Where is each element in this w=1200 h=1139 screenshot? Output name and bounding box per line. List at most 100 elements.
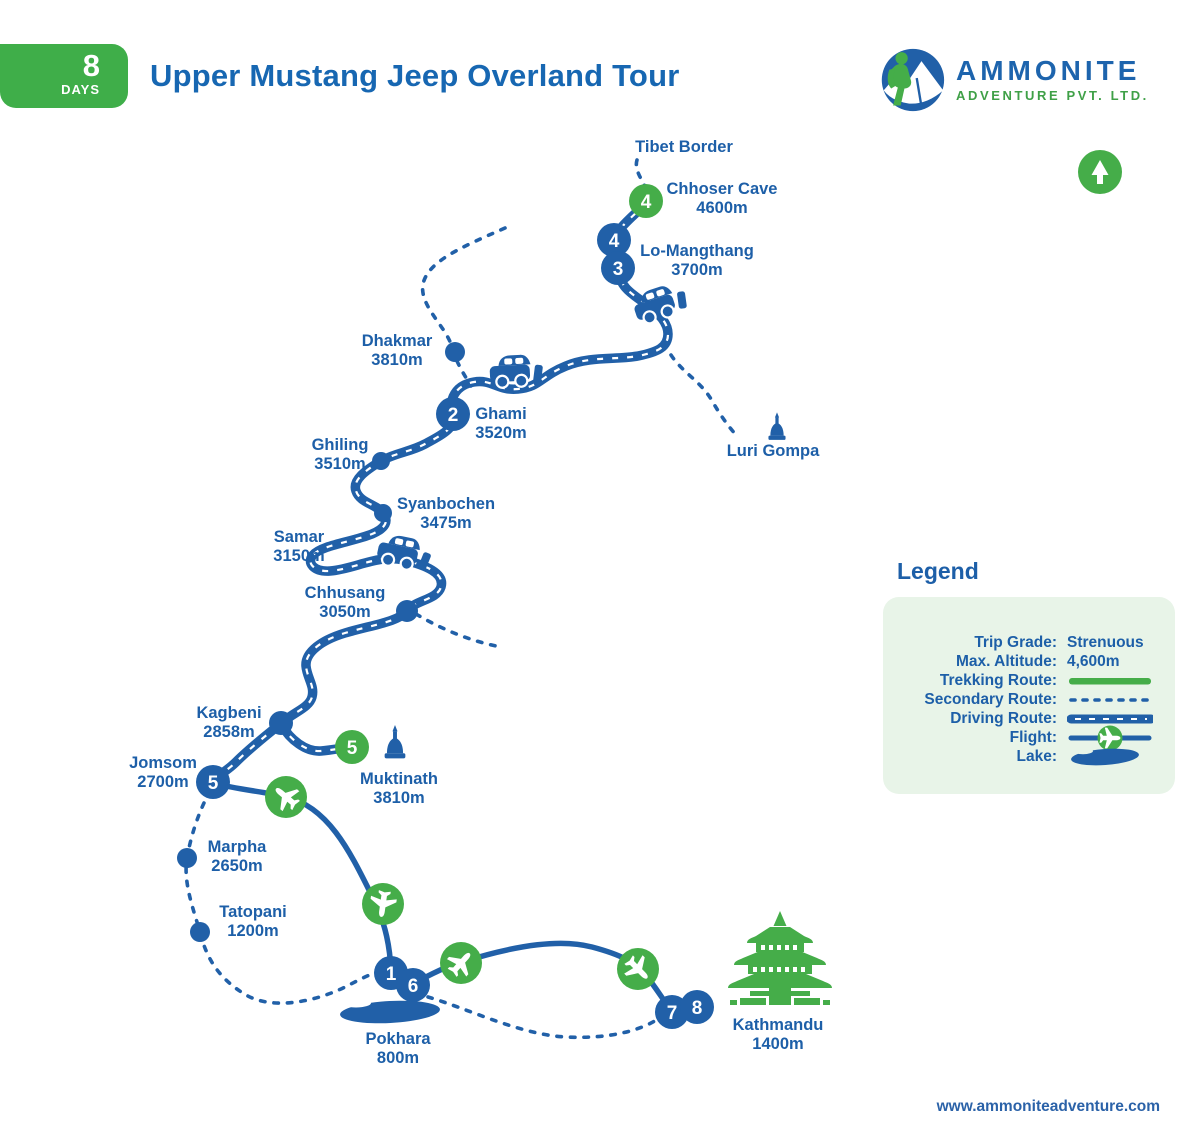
day-marker-chhoser: 4	[629, 184, 663, 218]
legend-label: Trip Grade:	[974, 633, 1057, 651]
legend-row-lake: Lake:	[895, 747, 1155, 766]
pokhara-lake-shape	[340, 998, 440, 1024]
page-title: Upper Mustang Jeep Overland Tour	[150, 58, 680, 93]
day-marker-lomangthang-4: 4	[597, 223, 631, 257]
brand-tagline: ADVENTURE PVT. LTD.	[956, 88, 1149, 103]
svg-text:2: 2	[448, 405, 459, 426]
svg-text:3520m: 3520m	[475, 424, 526, 442]
plane-icon	[440, 942, 482, 984]
legend-title: Legend	[897, 558, 979, 584]
brand-logo-icon	[881, 48, 945, 112]
label-syanbochen: Syanbochen 3475m	[397, 495, 495, 532]
svg-text:2858m: 2858m	[203, 723, 254, 741]
jeep-icon	[373, 530, 436, 576]
waypoint-dot-chhusang	[396, 600, 418, 622]
driving-route	[208, 198, 673, 786]
legend-row-secondary: Secondary Route:	[895, 690, 1155, 709]
secondary-route-chhusang-east	[414, 612, 498, 648]
day-marker-lomangthang-3: 3	[601, 251, 635, 285]
label-ghiling: Ghiling 3510m	[312, 436, 369, 473]
day-markers: 4 4 3 2 5 5 1	[196, 184, 714, 1029]
svg-text:3475m: 3475m	[420, 514, 471, 532]
legend-box: Trip Grade: Strenuous Max. Altitude: 4,6…	[883, 597, 1175, 794]
legend-label: Secondary Route:	[924, 690, 1057, 708]
legend-row-driving: Driving Route:	[895, 709, 1155, 728]
brand-logo: AMMONITE ADVENTURE PVT. LTD.	[878, 46, 1149, 114]
brand-text: AMMONITE ADVENTURE PVT. LTD.	[956, 56, 1149, 104]
svg-text:5: 5	[208, 773, 219, 794]
waypoint-dots	[177, 342, 465, 942]
svg-text:Marpha: Marpha	[208, 838, 268, 856]
secondary-route-luri-gompa	[669, 353, 739, 438]
svg-text:Ghami: Ghami	[475, 405, 526, 423]
svg-text:Kagbeni: Kagbeni	[196, 704, 261, 722]
svg-text:4600m: 4600m	[696, 199, 747, 217]
svg-text:2650m: 2650m	[211, 857, 262, 875]
day-marker-jomsom: 5	[196, 765, 230, 799]
label-muktinath: Muktinath 3810m	[360, 770, 438, 807]
svg-text:8: 8	[692, 998, 703, 1019]
svg-text:Samar: Samar	[274, 528, 325, 546]
day-marker-muktinath: 5	[335, 730, 369, 764]
legend-value: 4,600m	[1067, 652, 1120, 670]
days-badge: 8 DAYS	[0, 44, 128, 108]
legend-label: Max. Altitude:	[955, 652, 1057, 670]
svg-text:3810m: 3810m	[371, 351, 422, 369]
secondary-route-dhakmar-north	[420, 226, 507, 349]
waypoint-dot-dhakmar	[445, 342, 465, 362]
label-kagbeni: Kagbeni 2858m	[196, 704, 261, 741]
legend-row-trip-grade: Trip Grade: Strenuous	[895, 633, 1155, 652]
secondary-route-pokhara-kathmandu	[426, 995, 663, 1040]
label-lomangthang: Lo-Mangthang 3700m	[640, 242, 754, 279]
svg-text:Lo-Mangthang: Lo-Mangthang	[640, 242, 754, 260]
label-tibet-border: Tibet Border	[635, 138, 733, 156]
svg-text:Syanbochen: Syanbochen	[397, 495, 495, 513]
secondary-route-symbol	[1067, 695, 1153, 705]
waypoint-dot-tatopani	[190, 922, 210, 942]
website-url: www.ammoniteadventure.com	[936, 1098, 1160, 1115]
muktinath-temple-icon	[384, 725, 406, 759]
svg-text:1200m: 1200m	[227, 922, 278, 940]
label-jomsom: Jomsom 2700m	[129, 754, 197, 791]
svg-text:3510m: 3510m	[314, 455, 365, 473]
plane-icon	[265, 776, 307, 818]
hiker-icon	[887, 52, 912, 106]
legend-label: Trekking Route:	[939, 671, 1057, 689]
trekking-route-symbol	[1067, 676, 1153, 686]
waypoint-dot-kagbeni	[269, 711, 293, 735]
flight-route-jomsom-pokhara	[211, 780, 394, 974]
driving-route-main-centerline	[212, 202, 670, 782]
label-samar: Samar 3150m	[273, 528, 324, 565]
svg-text:4: 4	[609, 231, 620, 252]
legend-label: Driving Route:	[950, 709, 1057, 727]
svg-text:Tatopani: Tatopani	[219, 903, 287, 921]
flight-symbol	[1067, 724, 1153, 752]
label-tatopani: Tatopani 1200m	[219, 903, 287, 940]
legend-row-max-altitude: Max. Altitude: 4,600m	[895, 652, 1155, 671]
svg-text:1400m: 1400m	[752, 1035, 803, 1053]
svg-text:Ghiling: Ghiling	[312, 436, 369, 454]
driving-route-branch-centerline	[280, 723, 353, 753]
day-marker-pokhara-6: 6	[396, 968, 430, 1002]
label-pokhara: Pokhara 800m	[365, 1030, 431, 1067]
svg-text:800m: 800m	[377, 1049, 419, 1067]
day-marker-ghami: 2	[436, 397, 470, 431]
svg-text:Muktinath: Muktinath	[360, 770, 438, 788]
svg-text:3810m: 3810m	[373, 789, 424, 807]
kathmandu-pagoda-icon	[728, 911, 832, 1005]
svg-text:7: 7	[667, 1003, 678, 1024]
north-compass-icon	[1078, 150, 1122, 194]
driving-route-symbol	[1067, 713, 1153, 725]
svg-text:3150m: 3150m	[273, 547, 324, 565]
svg-text:4: 4	[641, 192, 652, 213]
svg-text:Dhakmar: Dhakmar	[362, 332, 433, 350]
svg-text:Chhoser Cave: Chhoser Cave	[667, 180, 778, 198]
legend: Legend Trip Grade: Strenuous Max. Altitu…	[883, 558, 1175, 794]
legend-row-flight: Flight:	[895, 725, 1155, 750]
svg-text:Pokhara: Pokhara	[365, 1030, 431, 1048]
svg-text:3050m: 3050m	[319, 603, 370, 621]
waypoint-dot-marpha	[177, 848, 197, 868]
svg-text:Chhusang: Chhusang	[305, 584, 386, 602]
waypoint-dot-syanbochen	[374, 504, 392, 522]
